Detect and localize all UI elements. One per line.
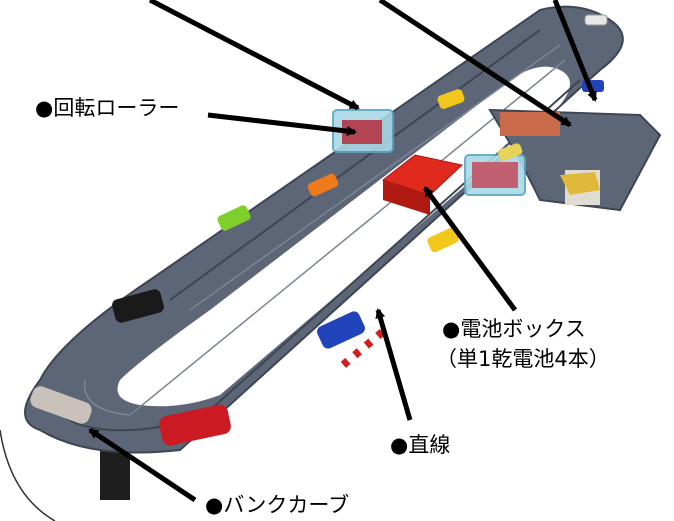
arrow-top-right: [552, 0, 598, 102]
car-yellow-2: [497, 143, 523, 161]
arrow-roller: [207, 112, 357, 137]
pointer-arrows: [88, 0, 598, 503]
car-white: [584, 14, 608, 26]
car-yellow-3: [427, 227, 459, 253]
battery-box: [381, 154, 464, 196]
arrow-straight: [375, 308, 413, 421]
roller-core-lower: [472, 162, 518, 188]
cars: [30, 14, 608, 446]
car-red: [159, 404, 231, 446]
label-battery-box: ●電池ボックス: [442, 317, 586, 341]
yellow-ramp: [560, 172, 600, 195]
track-oval-inner: [117, 66, 570, 407]
label-straight: ●直線: [390, 433, 451, 457]
decorative-arc: [0, 429, 56, 521]
car-orange: [307, 173, 339, 197]
car-yellow-1: [437, 89, 465, 109]
station-building: [500, 112, 560, 136]
label-rotating-roller: ●回転ローラー: [35, 96, 180, 120]
arrow-top-left: [148, 0, 360, 111]
label-battery-spec: （単1乾電池4本）: [436, 347, 610, 371]
barrier-stripes: [334, 316, 396, 372]
car-green: [217, 205, 251, 231]
label-bank-curve: ●バンクカーブ: [205, 493, 350, 517]
lane-line-2: [83, 59, 566, 416]
lane-line-3: [169, 29, 541, 301]
car-black: [112, 289, 164, 323]
car-blue: [317, 311, 365, 349]
battery-box-side: [383, 180, 430, 215]
arrow-bank: [88, 427, 197, 503]
arrow-battery: [422, 186, 518, 312]
car-silver: [30, 386, 92, 424]
lane-line-4: [189, 44, 561, 311]
arrow-top-mid: [378, 0, 572, 128]
